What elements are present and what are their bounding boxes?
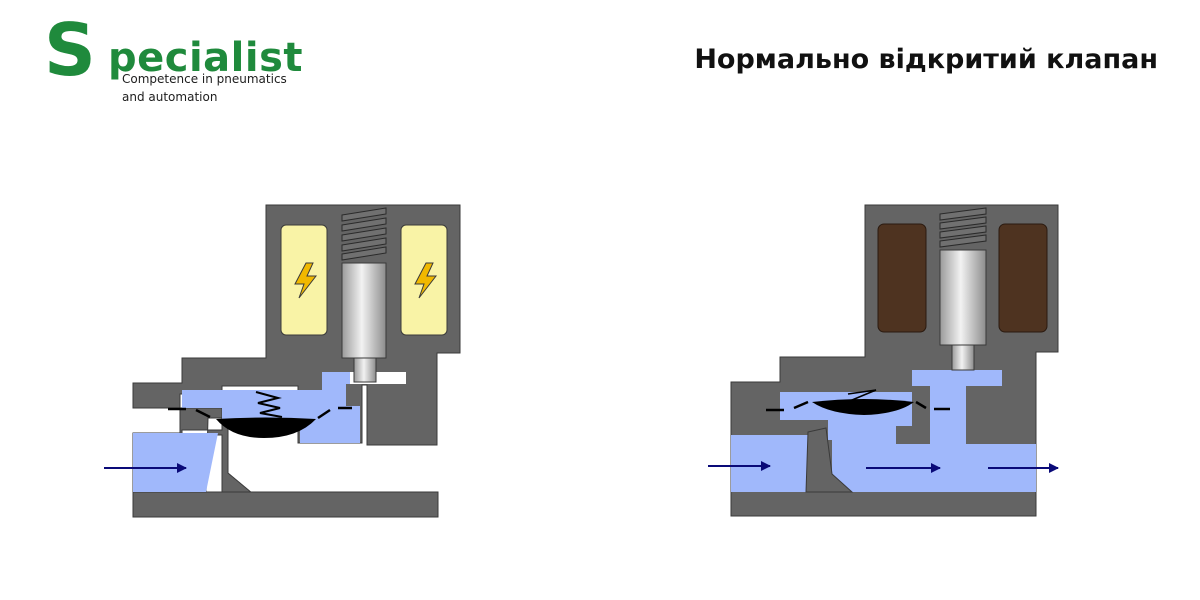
diaphragm-spring: [847, 389, 881, 406]
valve-deenergized-open: [708, 204, 1059, 517]
plunger: [341, 262, 387, 359]
diaphragm-spring: [255, 391, 283, 418]
diaphragm: [812, 399, 914, 415]
fluid-region: [133, 433, 218, 492]
lightning-icon: [414, 262, 438, 299]
plunger: [939, 249, 987, 346]
valve-energized-closed: [104, 204, 461, 518]
fluid-chamber: [182, 372, 360, 443]
logo-wordmark: pecialist: [108, 35, 304, 81]
coil-left: [877, 223, 927, 333]
lightning-icon: [294, 262, 318, 299]
plunger-tip: [353, 357, 377, 383]
plunger-spring: [341, 207, 387, 261]
logo-tagline-line1: Competence in pneumatics: [122, 72, 287, 86]
plunger-tip: [951, 344, 975, 371]
fluid-region: [731, 435, 808, 492]
diaphragm: [216, 417, 316, 438]
page-title: Нормально відкритий клапан: [694, 44, 1158, 75]
fluid-region: [828, 426, 1036, 492]
logo-letter-s: S: [44, 8, 96, 92]
specialist-logo: S pecialist Competence in pneumatics and…: [44, 14, 334, 108]
coil-right: [998, 223, 1048, 333]
logo-tagline-line2: and automation: [122, 90, 218, 104]
plunger-spring: [939, 207, 987, 248]
